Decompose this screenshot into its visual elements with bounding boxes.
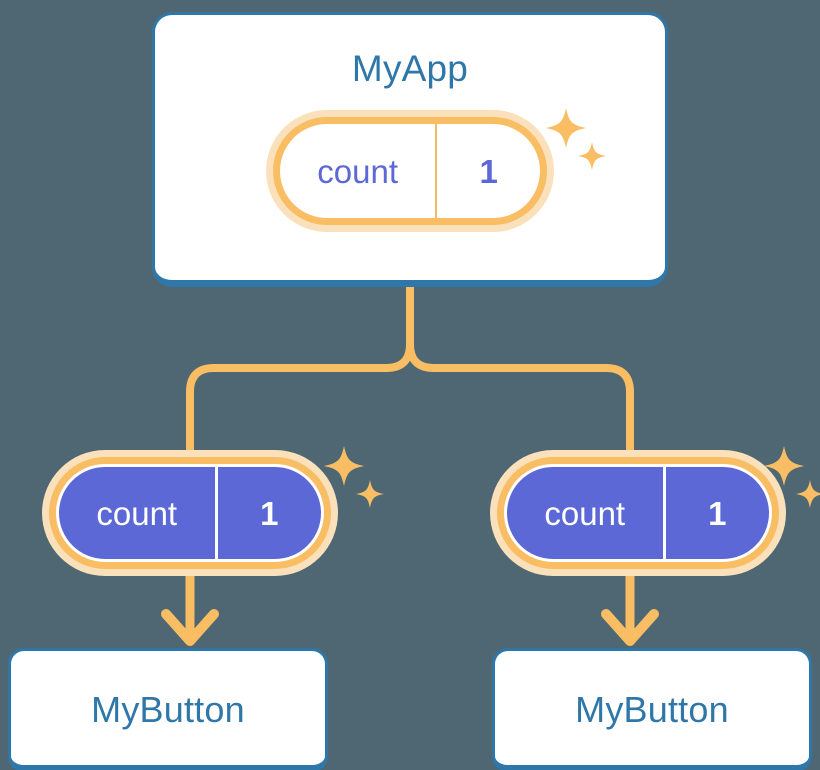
state-key: count [507, 467, 666, 559]
branch-connector [186, 283, 414, 456]
state-pill-body: count 1 [280, 124, 540, 218]
component-title-mybutton: MyButton [91, 689, 245, 730]
state-pill-child-left[interactable]: count 1 [42, 450, 338, 576]
state-pill-ring: count 1 [273, 117, 547, 225]
sparkle-small-icon [796, 480, 820, 508]
component-card-mybutton-right[interactable]: MyButton [492, 648, 812, 770]
state-key: count [59, 467, 218, 559]
arrow-down-icon [601, 571, 659, 646]
sparkle-large-icon [324, 446, 364, 486]
state-pill-child-right[interactable]: count 1 [490, 450, 786, 576]
state-pill-root[interactable]: count 1 [266, 110, 554, 232]
state-pill-ring: count 1 [497, 457, 779, 569]
sparkle-small-icon [356, 480, 384, 508]
state-value: 1 [479, 152, 498, 190]
branch-connector [406, 340, 634, 456]
component-title-mybutton: MyButton [575, 689, 729, 730]
state-key: count [280, 124, 438, 218]
component-title-myapp: MyApp [351, 48, 469, 89]
state-pill-body: count 1 [56, 464, 324, 562]
arrow-down-icon [161, 571, 219, 646]
state-pill-body: count 1 [504, 464, 772, 562]
component-card-mybutton-left[interactable]: MyButton [8, 648, 328, 770]
state-value: 1 [708, 494, 727, 532]
state-pill-ring: count 1 [49, 457, 331, 569]
state-value: 1 [260, 494, 279, 532]
